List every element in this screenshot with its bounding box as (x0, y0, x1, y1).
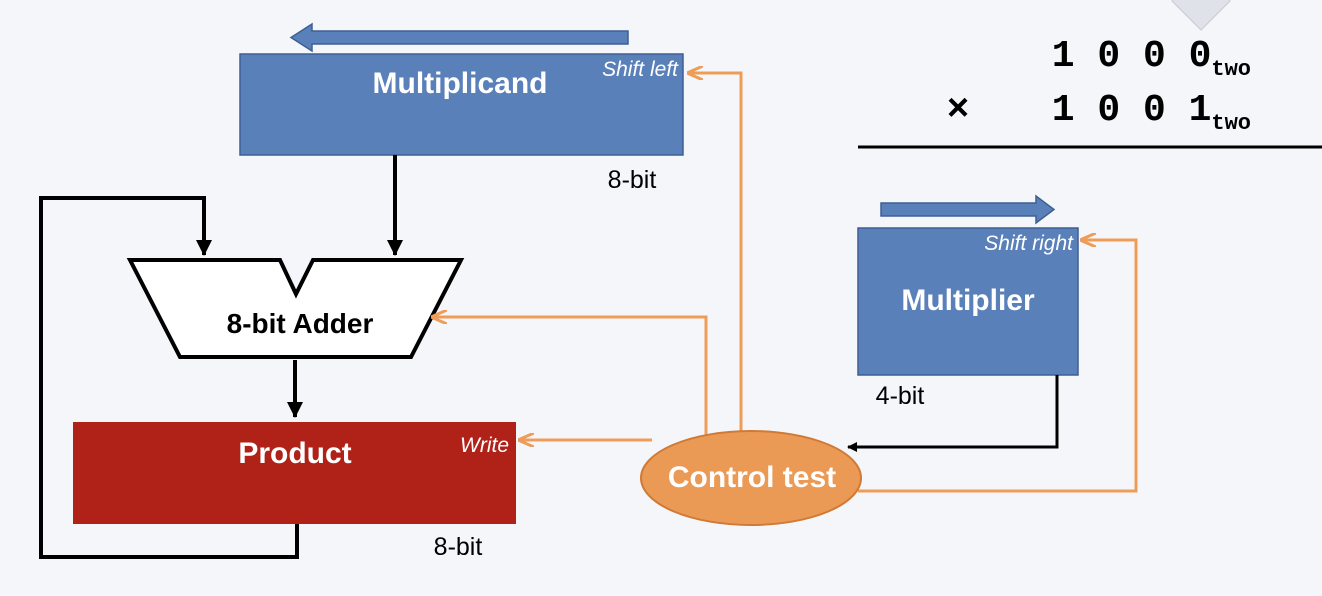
product-feedback-loop (39, 196, 299, 559)
shift-right-arrow (880, 194, 1056, 225)
multiplicand-register (239, 53, 684, 156)
product-label: Product (238, 437, 351, 470)
adder-label: 8-bit Adder (227, 308, 374, 339)
multiplicand-width-label: 8-bit (608, 166, 657, 194)
example-row-2: 1 0 0 1two (1052, 89, 1251, 136)
product-width-label: 8-bit (434, 533, 483, 561)
control-to-multiplier-line (858, 240, 1138, 493)
example-row-1: 1 0 0 0two (1052, 35, 1251, 82)
multiplier-label: Multiplier (901, 284, 1035, 317)
product-write-label: Write (460, 434, 509, 457)
example-times-sign: × (947, 89, 970, 132)
adder-block (126, 258, 465, 359)
control-to-multiplicand-line (688, 73, 743, 440)
multiplier-shift-right-label: Shift right (984, 232, 1074, 255)
multiplier-to-control-arrow (847, 375, 1059, 452)
control-test-label: Control test (668, 461, 836, 494)
control-test-unit (640, 430, 862, 526)
multiplier-register (857, 227, 1079, 376)
shift-left-arrow (289, 22, 629, 53)
multiplicand-shift-left-label: Shift left (602, 58, 679, 81)
product-register (73, 422, 516, 524)
multiplier-width-label: 4-bit (876, 382, 925, 410)
multiplicand-label: Multiplicand (373, 67, 548, 100)
control-to-adder-line (432, 317, 708, 440)
